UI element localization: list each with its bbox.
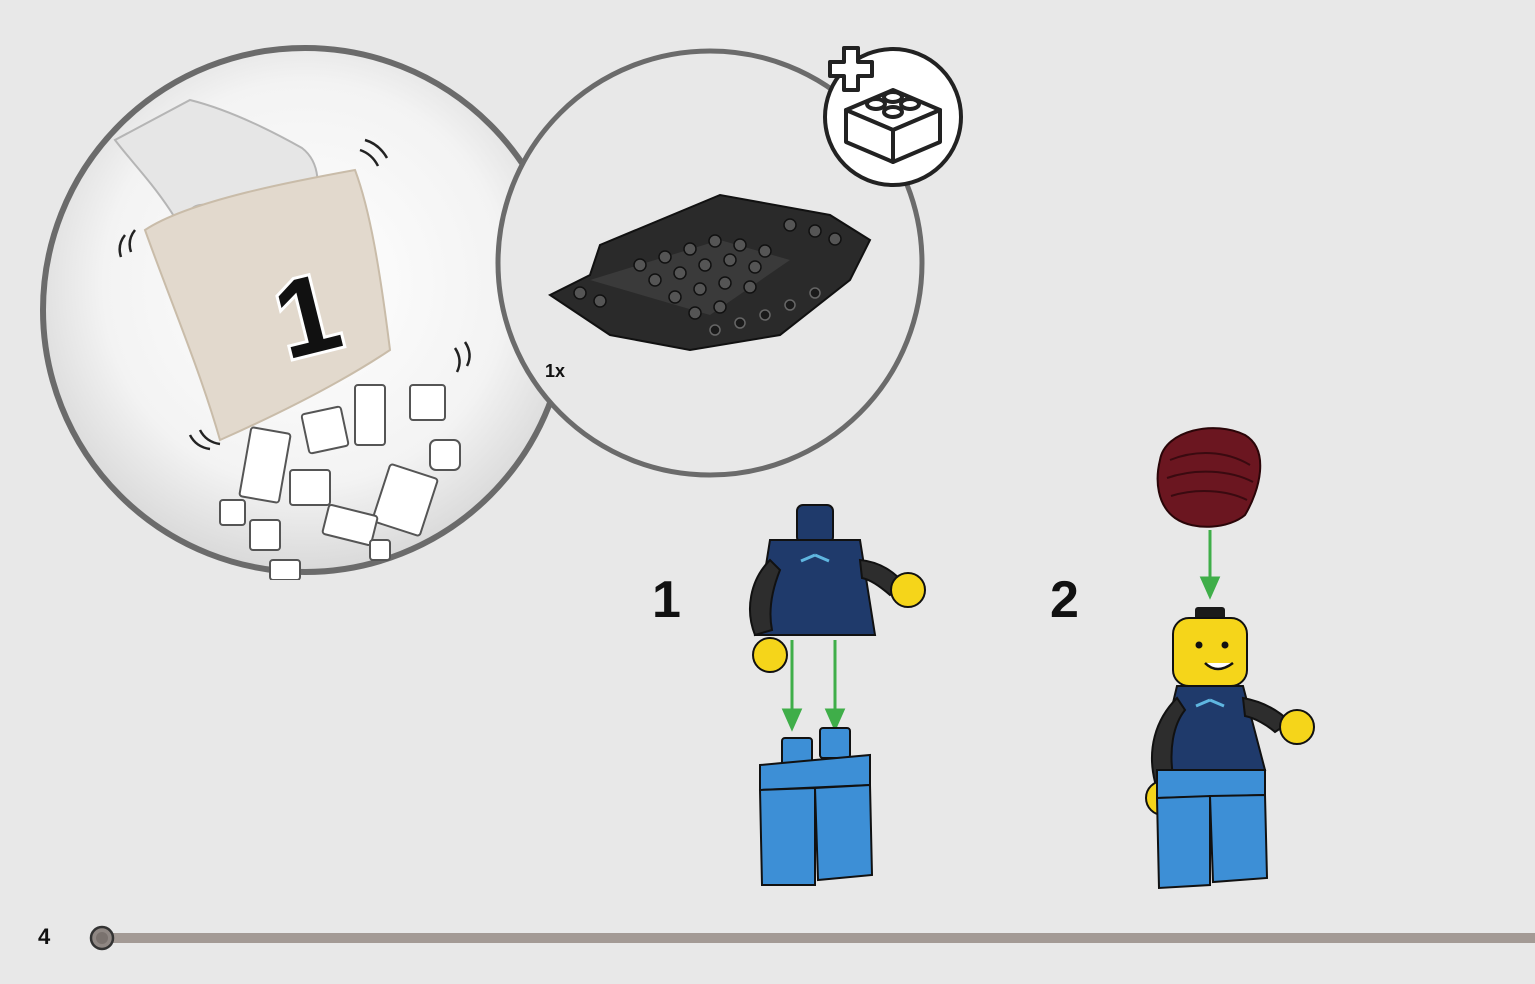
- bag-icon: [143, 168, 392, 442]
- progress-indicator-icon: [89, 925, 115, 951]
- step-number: 1: [652, 571, 681, 629]
- legs-icon: [1156, 769, 1266, 800]
- hand-icon: [890, 572, 926, 608]
- hand-icon: [752, 637, 788, 673]
- hand-icon: [1279, 709, 1315, 745]
- step-1-illustration: [749, 504, 926, 886]
- step-2-illustration: [1145, 427, 1315, 890]
- step-number: 2: [1050, 571, 1079, 629]
- add-bricks-icon: [823, 46, 963, 187]
- head-icon: [1172, 617, 1248, 687]
- loose-bricks: [219, 384, 461, 580]
- bag-callout: 1: [40, 45, 570, 580]
- legs-icon: [759, 753, 871, 792]
- page-number: 4: [38, 924, 51, 949]
- chassis-plate-icon: [548, 193, 872, 352]
- parts-callout: 1x: [495, 48, 925, 478]
- progress-bar: [102, 933, 1535, 943]
- part-quantity: 1x: [545, 361, 565, 381]
- hair-icon: [1156, 427, 1262, 528]
